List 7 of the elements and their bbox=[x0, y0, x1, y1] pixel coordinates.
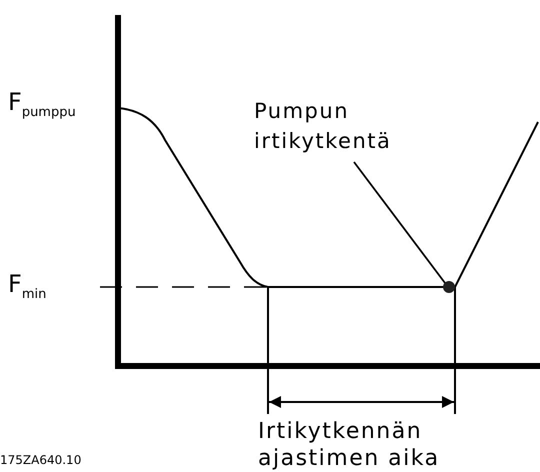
dimension-label: Irtikytkennän ajastimen aika bbox=[258, 418, 441, 472]
leader-line bbox=[353, 161, 446, 284]
axis-label: F$_{min}$ bbox=[8, 270, 48, 304]
callout-text: Pumpun irtikytkentä bbox=[254, 96, 454, 158]
axis-label: F$_{pumppu}$ bbox=[8, 88, 77, 122]
drawing-number: 175ZA640.10 bbox=[0, 452, 82, 468]
point-marker bbox=[443, 281, 455, 293]
